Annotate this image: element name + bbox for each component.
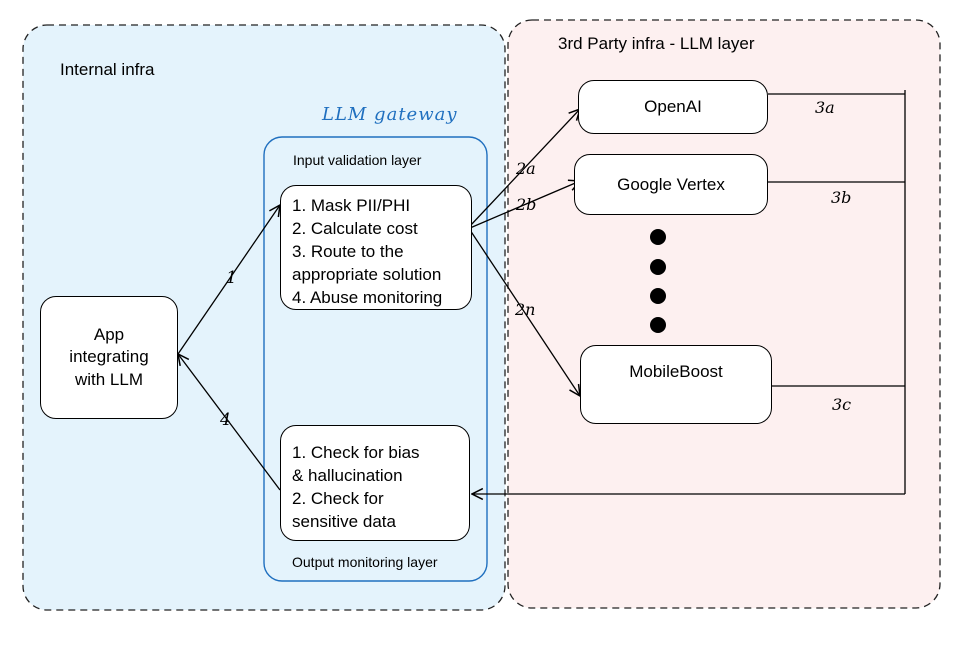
edge-label-step-2n: 2n bbox=[515, 300, 536, 319]
edge-label-step-2b: 2b bbox=[516, 195, 537, 214]
edge-label-step-1: 1 bbox=[226, 268, 237, 288]
output-monitoring-layer-title: Output monitoring layer bbox=[292, 554, 438, 570]
ellipsis-dot bbox=[650, 259, 666, 275]
output-step-text: 1. Check for bias bbox=[292, 443, 420, 462]
third-party-infra-title: 3rd Party infra - LLM layer bbox=[558, 34, 755, 53]
app-label-line: integrating bbox=[69, 347, 149, 367]
input-step-text: 4. Abuse monitoring bbox=[292, 288, 443, 307]
provider-google-vertex: Google Vertex bbox=[574, 154, 768, 215]
input-validation-layer-title: Input validation layer bbox=[293, 152, 422, 168]
input-step-text: 3. Route to the bbox=[292, 242, 404, 261]
edge-label-step-2a: 2a bbox=[516, 159, 536, 178]
input-validation-node: 1. Mask PII/PHI 2. Calculate cost 3. Rou… bbox=[280, 185, 472, 310]
provider-openai: OpenAI bbox=[578, 80, 768, 134]
app-label-line: with LLM bbox=[74, 369, 143, 389]
internal-infra-title: Internal infra bbox=[60, 60, 155, 79]
arrow-step-2b bbox=[469, 181, 580, 229]
app-node: App integrating with LLM bbox=[40, 296, 178, 419]
edge-label-step-4: 4 bbox=[220, 410, 231, 430]
input-step-text: appropriate solution bbox=[292, 265, 442, 284]
edge-label-step-3a: 3a bbox=[815, 98, 835, 117]
arrow-step-4 bbox=[178, 354, 281, 491]
app-label-line: App bbox=[93, 325, 125, 345]
edge-label-step-3b: 3b bbox=[831, 188, 852, 207]
output-step-text: & hallucination bbox=[292, 466, 403, 485]
ellipsis-dot bbox=[650, 229, 666, 245]
input-step-text: 1. Mask PII/PHI bbox=[292, 196, 411, 215]
arrow-step-1 bbox=[177, 205, 280, 355]
input-step-text: 2. Calculate cost bbox=[292, 219, 418, 238]
output-step-text: sensitive data bbox=[292, 512, 396, 531]
arrow-step-2a bbox=[469, 109, 580, 227]
output-step-text: 2. Check for bbox=[292, 489, 384, 508]
ellipsis-dot bbox=[650, 288, 666, 304]
ellipsis-dot bbox=[650, 317, 666, 333]
edge-label-step-3c: 3c bbox=[832, 395, 852, 414]
arrow-step-2n bbox=[469, 229, 580, 396]
output-monitoring-node: 1. Check for bias & hallucination 2. Che… bbox=[280, 425, 470, 541]
llm-gateway-container bbox=[263, 136, 488, 582]
llm-gateway-title: LLM gateway bbox=[322, 104, 458, 125]
provider-mobileboost: MobileBoost bbox=[580, 345, 772, 424]
